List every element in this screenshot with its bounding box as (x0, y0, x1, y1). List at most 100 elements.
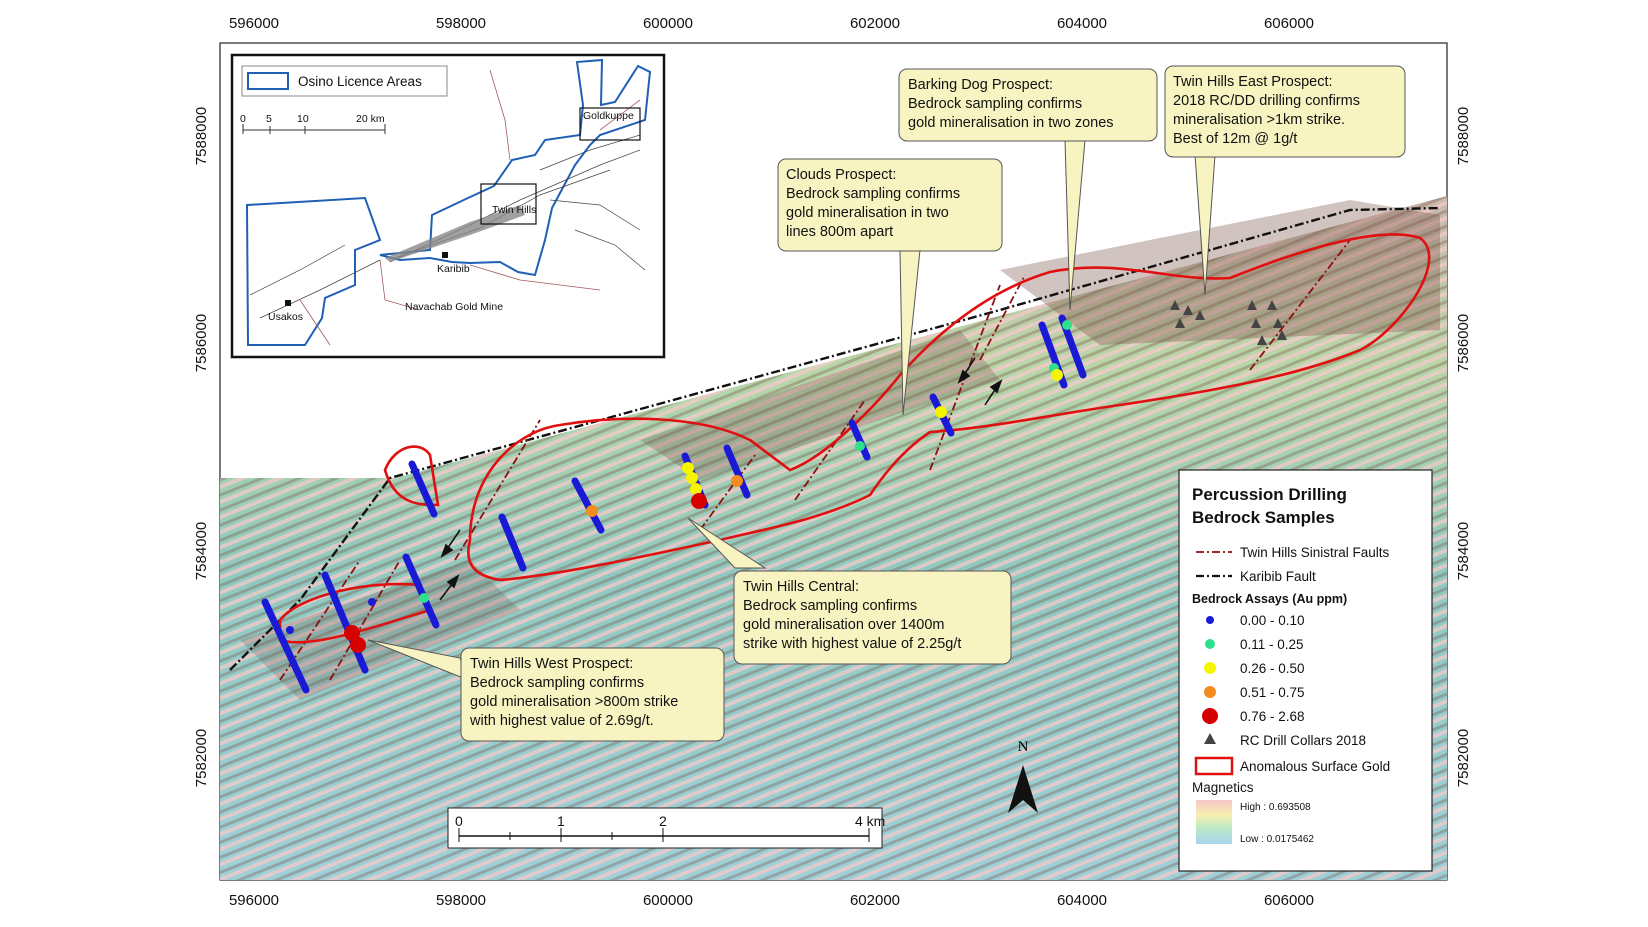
y-tick-label: 7582000 (1455, 729, 1472, 787)
usakos-marker (285, 300, 291, 306)
assay-point (855, 441, 865, 451)
x-tick-label: 596000 (229, 15, 279, 32)
twin-hills-belt (385, 205, 525, 262)
karibib-fault-line (229, 206, 1441, 671)
callout-central: Twin Hills Central: Bedrock sampling con… (733, 570, 1012, 665)
y-tick-label: 7588000 (1455, 107, 1472, 165)
assay-class-label: 0.76 - 2.68 (1240, 709, 1305, 724)
callout-clouds: Clouds Prospect: Bedrock sampling confir… (777, 158, 1003, 252)
callout-line: Bedrock sampling confirms (908, 96, 1082, 112)
assay-point (682, 462, 694, 474)
assay-swatch (1206, 616, 1214, 624)
callout-line: lines 800m apart (786, 224, 893, 240)
callout-line: Clouds Prospect: (786, 167, 896, 183)
assay-swatch (1205, 639, 1215, 649)
y-tick-label: 7584000 (193, 522, 210, 580)
x-axis-bottom: 596000 598000 600000 602000 604000 60600… (229, 892, 1314, 909)
karibib-marker (442, 252, 448, 258)
legend-anomaly-label: Anomalous Surface Gold (1240, 759, 1390, 774)
assay-points (286, 320, 1072, 653)
mag-high-label: High : 0.693508 (1240, 802, 1311, 813)
y-tick-label: 7586000 (193, 314, 210, 372)
x-tick-label: 598000 (436, 892, 486, 909)
assay-point (935, 406, 947, 418)
inset-place-label: Goldkuppe (583, 110, 634, 122)
inset-legend-label: Osino Licence Areas (298, 74, 422, 89)
mag-low-label: Low : 0.0175462 (1240, 834, 1314, 845)
legend-fault-label: Twin Hills Sinistral Faults (1240, 545, 1390, 560)
assay-point (286, 626, 294, 634)
inset-place-label: Karibib (437, 263, 470, 275)
legend-title: Bedrock Samples (1192, 508, 1335, 527)
legend-rc-label: RC Drill Collars 2018 (1240, 733, 1366, 748)
x-tick-label: 598000 (436, 15, 486, 32)
assay-swatch (1204, 662, 1216, 674)
x-tick-label: 606000 (1264, 892, 1314, 909)
anomaly-swatch (1194, 756, 1234, 776)
y-tick-label: 7588000 (193, 107, 210, 165)
y-tick-label: 7584000 (1455, 522, 1472, 580)
callout-line: with highest value of 2.69g/t. (469, 713, 654, 729)
licence-area-outline (379, 58, 652, 277)
assay-swatch (1202, 708, 1218, 724)
legend-magnetics-label: Magnetics (1192, 780, 1254, 795)
map-legend: Percussion Drilling Bedrock Samples Twin… (1178, 469, 1433, 872)
assay-point (586, 505, 598, 517)
callout-line: gold mineralisation over 1400m (743, 617, 945, 633)
callout-line: Barking Dog Prospect: (908, 77, 1053, 93)
callout-line: 2018 RC/DD drilling confirms (1173, 93, 1360, 109)
assay-swatch (1204, 686, 1216, 698)
rc-drill-collars (1170, 300, 1287, 345)
callout-line: Bedrock sampling confirms (470, 675, 644, 691)
callout-line: strike with highest value of 2.25g/t (743, 636, 961, 652)
y-tick-label: 7582000 (193, 729, 210, 787)
x-tick-label: 602000 (850, 892, 900, 909)
x-tick-label: 602000 (850, 15, 900, 32)
licence-area-outline (245, 196, 382, 346)
rc-collar-swatch (1204, 733, 1216, 744)
x-tick-label: 600000 (643, 892, 693, 909)
inset-legend-box (241, 65, 448, 97)
inset-place-label: Navachab Gold Mine (405, 301, 503, 313)
north-arrow-icon: N (1008, 739, 1038, 813)
legend-assays-title: Bedrock Assays (Au ppm) (1192, 592, 1347, 606)
goldkuppe-locator-box (579, 107, 641, 141)
x-tick-label: 606000 (1264, 15, 1314, 32)
y-tick-label: 7586000 (1455, 314, 1472, 372)
callout-west: Twin Hills West Prospect: Bedrock sampli… (460, 647, 725, 742)
callout-line: Twin Hills West Prospect: (470, 656, 633, 672)
callout-twin-hills-east: Twin Hills East Prospect: 2018 RC/DD dri… (1164, 65, 1406, 158)
inset-scale-label: 0 (240, 113, 246, 125)
callout-line: Bedrock sampling confirms (786, 186, 960, 202)
x-tick-label: 600000 (643, 15, 693, 32)
inset-scale-label: 5 (266, 113, 272, 125)
inset-scale-label: 10 (297, 113, 309, 125)
callout-line: mineralisation >1km strike. (1173, 112, 1345, 128)
x-tick-label: 596000 (229, 892, 279, 909)
callout-line: Twin Hills Central: (743, 579, 859, 595)
y-axis-left: 7588000 7586000 7584000 7582000 (193, 107, 210, 787)
callout-line: Twin Hills East Prospect: (1173, 74, 1333, 90)
assay-point (419, 593, 429, 603)
callout-barking-dog: Barking Dog Prospect: Bedrock sampling c… (898, 68, 1158, 142)
assay-point (731, 475, 743, 487)
licence-swatch (247, 72, 289, 90)
assay-point (350, 637, 366, 653)
legend-karibib-label: Karibib Fault (1240, 569, 1316, 584)
assay-class-label: 0.51 - 0.75 (1240, 685, 1305, 700)
assay-point (368, 598, 376, 606)
y-axis-right: 7588000 7586000 7584000 7582000 (1455, 107, 1472, 787)
legend-title: Percussion Drilling (1192, 485, 1347, 504)
inset-place-label: Usakos (268, 311, 303, 323)
callout-line: gold mineralisation in two (786, 205, 949, 221)
inset-scale-label: 20 km (356, 113, 385, 125)
inset-place-label: Twin Hills (492, 204, 536, 216)
callout-line: gold mineralisation >800m strike (470, 694, 678, 710)
callout-line: gold mineralisation in two zones (908, 115, 1114, 131)
assay-class-label: 0.00 - 0.10 (1240, 613, 1305, 628)
inset-map: Osino Licence Areas 0 5 10 20 km (230, 53, 666, 359)
scale-bar: 0 1 2 4 km (447, 807, 885, 849)
scale-label: 4 km (855, 813, 885, 829)
inset-scale: 0 5 10 20 km (240, 113, 386, 134)
